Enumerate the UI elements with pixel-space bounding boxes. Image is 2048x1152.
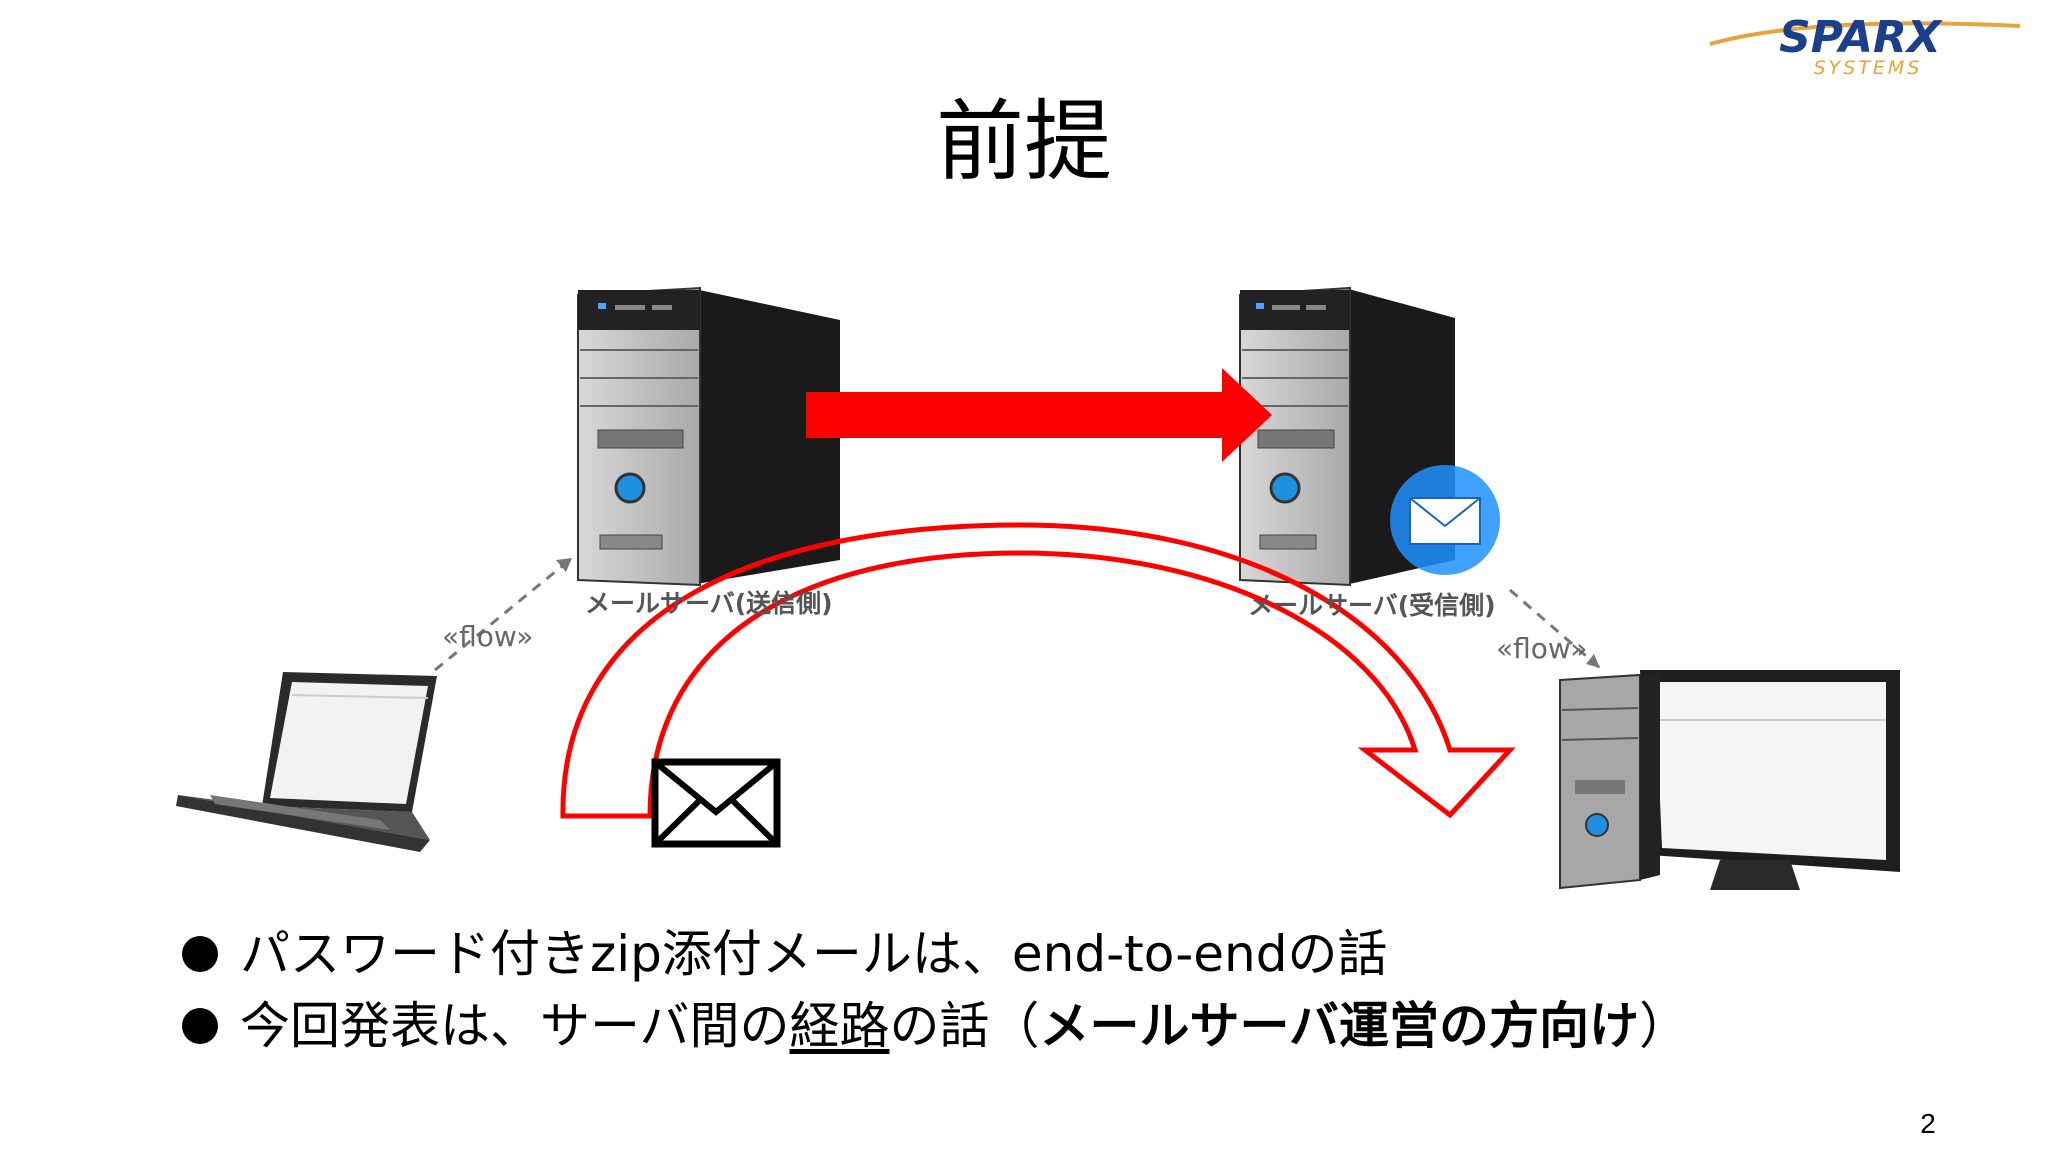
logo-main-text: SPARX — [1779, 12, 1943, 63]
server-to-server-arrow — [806, 368, 1272, 462]
bullet-dot — [182, 936, 218, 972]
flow-arrowhead-right — [1586, 654, 1600, 668]
bullet-text-post: ） — [1639, 997, 1689, 1055]
end-to-end-curved-arrow — [560, 522, 1516, 819]
sender-server-label: メールサーバ(送信側) — [585, 589, 833, 618]
bullet-text-pre: 今回発表は、サーバ間の — [240, 997, 790, 1055]
flow-label-right: «flow» — [1496, 632, 1587, 665]
laptop-icon — [176, 672, 437, 852]
bullet-text-mid: の話（ — [889, 997, 1040, 1055]
bullet-item-end-to-end: パスワード付きzip添付メールは、end-to-endの話 — [182, 918, 1882, 990]
bullet-list: パスワード付きzip添付メールは、end-to-endの話 今回発表は、サーバ間… — [182, 918, 1882, 1062]
bullet-dot — [182, 1008, 218, 1044]
client-desktop-icon — [1559, 670, 1900, 890]
sparx-systems-logo: SPARX SYSTEMS — [1690, 8, 2040, 79]
page-number: 2 — [1920, 1108, 1936, 1139]
logo-sub-text: SYSTEMS — [1814, 57, 1923, 78]
flow-connectors — [434, 556, 1601, 672]
slide-title: 前提 — [935, 90, 1112, 193]
flow-label-left: «flow» — [442, 620, 533, 653]
sender-server-icon — [577, 286, 840, 587]
receiver-server-label: メールサーバ(受信側) — [1248, 591, 1496, 620]
bullet-text: パスワード付きzip添付メールは、end-to-endの話 — [240, 925, 1388, 983]
bullet-text-bold: メールサーバ運営の方向け — [1039, 997, 1640, 1055]
mail-badge-icon — [1390, 465, 1500, 575]
flow-arrowhead-left — [556, 558, 572, 572]
bullet-item-server-route: 今回発表は、サーバ間の経路の話（メールサーバ運営の方向け） — [182, 990, 1882, 1062]
bullet-text-underlined: 経路 — [789, 997, 890, 1055]
envelope-icon — [651, 758, 781, 848]
